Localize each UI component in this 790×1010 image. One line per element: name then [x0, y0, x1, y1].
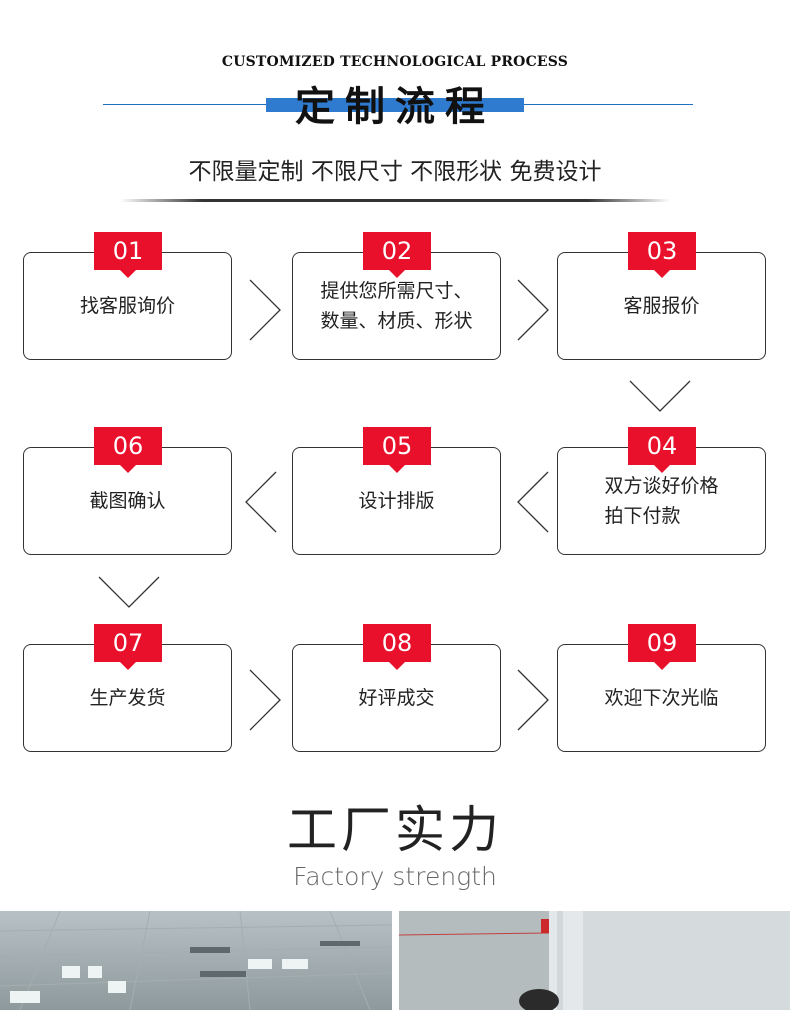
- step-text-8: 好评成交: [358, 687, 435, 709]
- factory-photo-storage: [399, 911, 790, 1010]
- chevron-left-icon: [517, 471, 549, 533]
- step-text-2: 提供您所需尺寸、 数量、材质、形状: [320, 280, 473, 332]
- step-text-7: 生产发货: [89, 687, 166, 709]
- chevron-down-icon: [629, 380, 691, 412]
- step-badge-4: 04: [628, 427, 696, 473]
- factory-subtitle: Factory strength: [293, 862, 497, 891]
- tagline-underline: [120, 199, 670, 202]
- step-text-9: 欢迎下次光临: [604, 687, 719, 709]
- step-badge-8: 08: [363, 624, 431, 670]
- step-card-7: 生产发货: [23, 644, 232, 752]
- step-badge-1: 01: [94, 232, 162, 278]
- tagline: 不限量定制 不限尺寸 不限形状 免费设计: [188, 159, 602, 185]
- step-badge-7: 07: [94, 624, 162, 670]
- chevron-right-icon: [249, 669, 281, 731]
- step-text-5: 设计排版: [358, 490, 435, 512]
- chevron-right-icon: [517, 669, 549, 731]
- step-badge-6: 06: [94, 427, 162, 473]
- step-badge-5: 05: [363, 427, 431, 473]
- chevron-down-icon: [98, 576, 160, 608]
- factory-title: 工厂实力: [287, 801, 503, 859]
- step-badge-3: 03: [628, 232, 696, 278]
- title-highlight-bar: [266, 98, 524, 112]
- chevron-right-icon: [249, 279, 281, 341]
- page-title: 定制流程: [295, 83, 495, 130]
- step-text-6: 截图确认: [89, 490, 166, 512]
- step-text-3: 客服报价: [623, 295, 700, 317]
- chevron-right-icon: [517, 279, 549, 341]
- step-text-4: 双方谈好价格 拍下付款: [604, 475, 719, 527]
- chevron-left-icon: [245, 471, 277, 533]
- step-badge-2: 02: [363, 232, 431, 278]
- factory-photo-ceiling: [0, 911, 392, 1010]
- step-text-1: 找客服询价: [79, 295, 175, 317]
- step-badge-9: 09: [628, 624, 696, 670]
- subtitle-english: CUSTOMIZED TECHNOLOGICAL PROCESS: [221, 54, 569, 70]
